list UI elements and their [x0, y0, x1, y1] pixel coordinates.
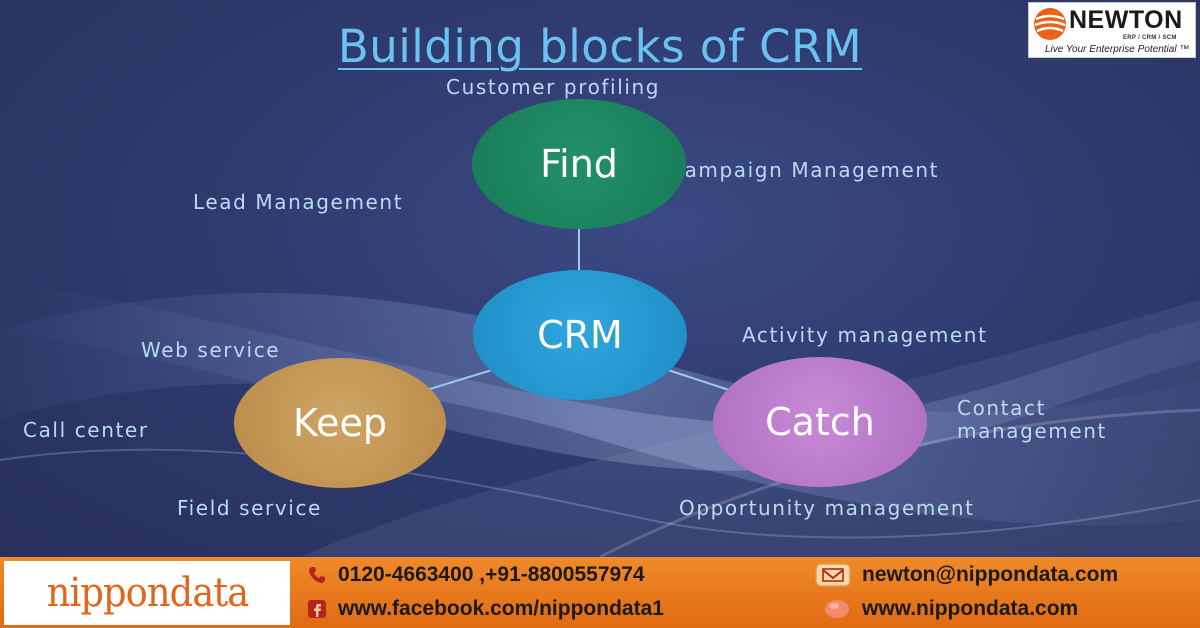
connector-crm-keep [419, 369, 493, 393]
label-opportunity-management: Opportunity management [679, 496, 975, 520]
label-call-center: Call center [23, 418, 149, 442]
contact-footer: nippondata 0120-4663400 ,+91-8800557974 … [0, 557, 1200, 628]
label-activity-management: Activity management [742, 323, 988, 347]
node-keep: Keep [234, 358, 446, 488]
node-find-label: Find [540, 142, 618, 186]
newton-logo-name: NEWTON [1069, 6, 1183, 34]
brand-box: nippondata [4, 561, 290, 625]
node-catch: Catch [713, 357, 927, 487]
facebook-info[interactable]: www.facebook.com/nippondata1 [306, 597, 664, 621]
label-contact-management-line2: management [957, 419, 1107, 443]
connector-lines [419, 229, 736, 393]
diagram-canvas: Building blocks of CRM Customer profilin… [0, 0, 1200, 557]
phone-text: 0120-4663400 ,+91-8800557974 [338, 563, 645, 586]
globe-icon [822, 598, 852, 620]
diagram-title: Building blocks of CRM [337, 20, 863, 73]
node-find: Find [472, 99, 686, 229]
label-customer-profiling: Customer profiling [446, 75, 661, 99]
email-link[interactable]: newton@nippondata.com [862, 563, 1119, 586]
phone-icon [306, 564, 328, 586]
newton-logo: NEWTON ERP / CRM / SCM Live Your Enterpr… [1028, 2, 1196, 58]
label-web-service: Web service [141, 338, 281, 362]
label-campaign-management: Campaign Management [669, 158, 940, 182]
newton-logo-icon [1034, 8, 1066, 40]
facebook-icon [306, 598, 328, 620]
phone-info: 0120-4663400 ,+91-8800557974 [306, 563, 645, 587]
email-icon [814, 563, 852, 587]
email-info[interactable]: newton@nippondata.com [814, 563, 1118, 587]
node-keep-label: Keep [293, 401, 387, 445]
node-catch-label: Catch [765, 400, 875, 444]
website-link[interactable]: www.nippondata.com [862, 597, 1079, 620]
node-crm: CRM [473, 270, 687, 400]
newton-logo-tagline: Live Your Enterprise Potential ™ [1045, 44, 1190, 55]
node-crm-label: CRM [537, 313, 623, 357]
newton-logo-sub: ERP / CRM / SCM [1123, 35, 1177, 41]
website-info[interactable]: www.nippondata.com [822, 597, 1078, 621]
label-lead-management: Lead Management [193, 190, 404, 214]
connector-crm-catch [667, 369, 736, 393]
label-contact-management-line1: Contact [957, 396, 1047, 420]
facebook-link[interactable]: www.facebook.com/nippondata1 [338, 597, 664, 620]
label-field-service: Field service [177, 496, 322, 520]
brand-logo-text: nippondata [46, 570, 248, 616]
